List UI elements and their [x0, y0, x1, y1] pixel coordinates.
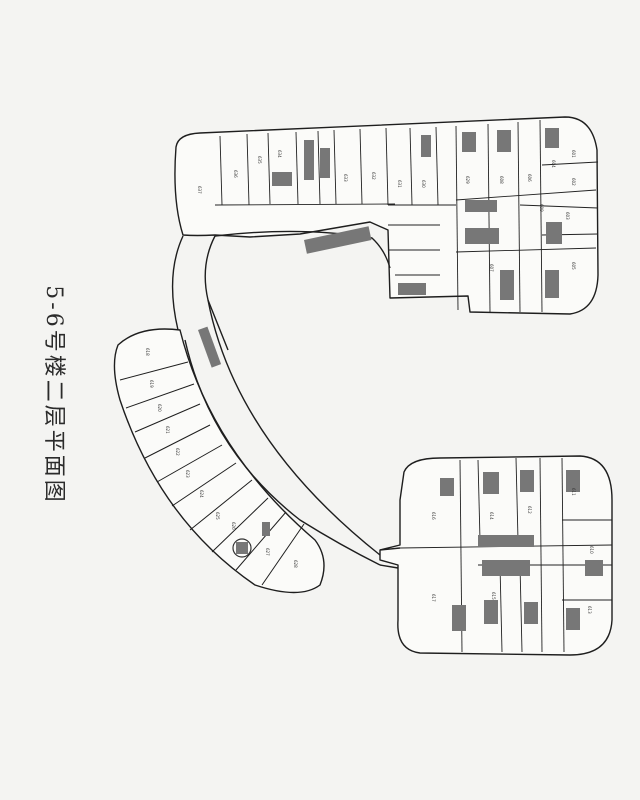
room-label-636: 636 [233, 170, 238, 178]
room-label-618: 618 [145, 348, 150, 356]
room-label-629: 629 [465, 176, 470, 184]
room-label-602: 602 [571, 178, 576, 186]
room-label-616: 616 [431, 512, 436, 520]
plan-title: 5-6号楼二层平面图 [41, 285, 66, 505]
room-label-606: 606 [527, 174, 532, 182]
arc-block-outline [113, 328, 325, 594]
north-block-outline [174, 116, 599, 315]
room-label-603: 603 [565, 212, 570, 220]
room-label-625: 625 [215, 512, 220, 520]
room-label-621: 621 [165, 426, 170, 434]
room-label-632: 632 [371, 172, 376, 180]
room-label-601: 601 [571, 150, 576, 158]
room-label-604: 604 [551, 160, 556, 168]
north-block-stairs [272, 128, 562, 300]
room-label-628: 628 [293, 560, 298, 568]
room-label-620: 620 [157, 404, 162, 412]
room-label-623: 623 [185, 470, 190, 478]
room-label-637: 637 [197, 186, 202, 194]
room-label-607: 607 [489, 264, 494, 272]
room-label-619: 619 [149, 380, 154, 388]
link-bridge [379, 547, 401, 569]
arc-corridor-inner [207, 299, 381, 556]
room-label-613: 613 [587, 606, 592, 614]
south-block-outline [379, 455, 613, 656]
room-labels: 637 636 635 634 633 632 631 630 629 608 … [145, 150, 594, 614]
room-label-627: 627 [265, 548, 270, 556]
room-label-614: 614 [489, 512, 494, 520]
arc-block-details [198, 326, 270, 558]
corridor-outer [171, 235, 184, 331]
room-label-630: 630 [421, 180, 426, 188]
room-label-611: 611 [571, 488, 576, 496]
corridor-inner [204, 235, 229, 351]
south-block-interior [399, 457, 613, 653]
south-block-stairs [440, 470, 603, 631]
room-label-612: 612 [527, 506, 532, 514]
room-label-615: 615 [491, 592, 496, 600]
plan-title-container: 5-6号楼二层平面图 [26, 250, 86, 540]
room-label-605: 605 [571, 262, 576, 270]
room-label-608: 608 [499, 176, 504, 184]
room-label-635: 635 [257, 156, 262, 164]
arc-room-partitions [119, 361, 305, 586]
room-label-634: 634 [277, 150, 282, 158]
north-block-interior [214, 119, 599, 313]
room-label-610: 610 [589, 546, 594, 554]
room-label-609: 609 [539, 204, 544, 212]
room-label-626: 626 [231, 522, 236, 530]
arc-corridor-outer [184, 339, 381, 566]
room-label-624: 624 [199, 490, 204, 498]
room-label-622: 622 [175, 448, 180, 456]
room-label-631: 631 [397, 180, 402, 188]
room-label-617: 617 [431, 594, 436, 602]
room-label-633: 633 [343, 174, 348, 182]
